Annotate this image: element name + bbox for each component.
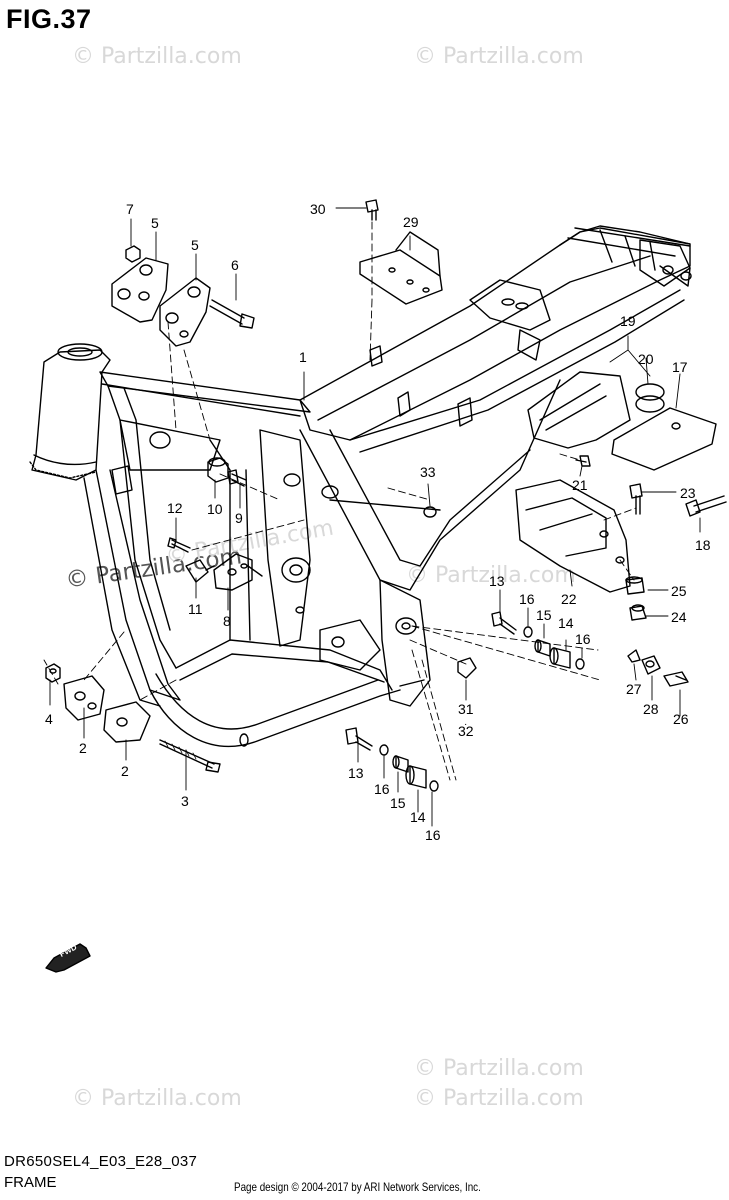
callout-12: 12 xyxy=(167,500,183,516)
callout-27: 27 xyxy=(626,681,642,697)
callout-10: 10 xyxy=(207,501,223,517)
leader-lines xyxy=(49,207,701,827)
figure-title: FIG.37 xyxy=(6,4,92,34)
bolt-18 xyxy=(685,495,727,517)
cap-31 xyxy=(457,657,477,679)
watermark: © Partzilla.com xyxy=(72,1086,242,1111)
watermark: © Partzilla.com xyxy=(414,44,584,69)
callout-8: 8 xyxy=(223,613,231,629)
battery-holder-22 xyxy=(515,479,631,593)
callout-16: 16 xyxy=(374,781,390,797)
copyright-credit: Page design © 2004-2017 by ARI Network S… xyxy=(234,1180,481,1194)
callout-28: 28 xyxy=(643,701,659,717)
screw-21 xyxy=(575,455,591,467)
callout-29: 29 xyxy=(403,214,419,230)
pad-17 xyxy=(611,407,717,471)
callout-6: 6 xyxy=(231,257,239,273)
mud-guard-19 xyxy=(527,371,631,449)
engine-mount-plate-2b xyxy=(103,701,151,743)
alignment-lines xyxy=(43,221,637,781)
callout-18: 18 xyxy=(695,537,711,553)
callout-3: 3 xyxy=(181,793,189,809)
washer-16d xyxy=(429,780,439,792)
callout-24: 24 xyxy=(671,609,687,625)
clamp-11 xyxy=(185,559,215,583)
model-code: DR650SEL4_E03_E28_037 xyxy=(4,1153,198,1170)
washer-16c xyxy=(379,744,389,756)
callout-32: 32 xyxy=(458,723,474,739)
callout-19: 19 xyxy=(620,313,636,329)
bushing-14a xyxy=(549,647,571,669)
callout-5: 5 xyxy=(151,215,159,231)
watermark: © Partzilla.com xyxy=(406,563,576,588)
nut-7 xyxy=(125,245,141,263)
callout-25: 25 xyxy=(671,583,687,599)
fwd-arrow xyxy=(45,943,91,973)
callout-20: 20 xyxy=(638,351,654,367)
callout-15: 15 xyxy=(536,607,552,623)
bolt-9 xyxy=(227,469,247,487)
callout-1: 1 xyxy=(299,349,307,365)
callout-23: 23 xyxy=(680,485,696,501)
callout-16: 16 xyxy=(425,827,441,843)
section-name: FRAME xyxy=(4,1174,57,1191)
callout-4: 4 xyxy=(45,711,53,727)
bolt-26 xyxy=(663,671,689,687)
cap-33 xyxy=(423,506,437,518)
callout-26: 26 xyxy=(673,711,689,727)
callout-15: 15 xyxy=(390,795,406,811)
bolt-30 xyxy=(365,199,379,221)
bolt-12 xyxy=(167,537,191,553)
washer-16b xyxy=(575,658,585,670)
clamp-20 xyxy=(635,383,665,413)
callout-33: 33 xyxy=(420,464,436,480)
nut-4 xyxy=(45,663,61,683)
engine-bracket-5a xyxy=(111,257,169,323)
callout-7: 7 xyxy=(126,201,134,217)
callout-13: 13 xyxy=(489,573,505,589)
callout-17: 17 xyxy=(672,359,688,375)
bracket-29 xyxy=(359,231,443,305)
washer-16a xyxy=(523,626,533,638)
bolt-13b xyxy=(345,727,373,751)
main-frame xyxy=(29,225,692,748)
engine-mount-bolt-3 xyxy=(159,739,221,773)
callout-11: 11 xyxy=(188,601,203,617)
callout-31: 31 xyxy=(458,701,474,717)
callout-14: 14 xyxy=(410,809,426,825)
callout-22: 22 xyxy=(561,591,577,607)
engine-mount-plate-2a xyxy=(63,675,105,721)
bolt-13a xyxy=(491,611,517,635)
bracket-8 xyxy=(213,553,263,591)
cushion-28 xyxy=(641,655,661,675)
engine-bracket-5b xyxy=(159,277,211,347)
collar-15b xyxy=(392,755,409,773)
bushing-14b xyxy=(405,765,427,789)
watermark: © Partzilla.com xyxy=(72,44,242,69)
callout-2: 2 xyxy=(79,740,87,756)
callout-14: 14 xyxy=(558,615,574,631)
callout-21: 21 xyxy=(572,477,588,493)
callout-separator-dot: · xyxy=(464,719,468,730)
watermark: © Partzilla.com xyxy=(414,1056,584,1081)
watermark: © Partzilla.com xyxy=(414,1086,584,1111)
callout-2: 2 xyxy=(121,763,129,779)
callout-30: 30 xyxy=(310,201,326,217)
callout-16: 16 xyxy=(575,631,591,647)
collar-24 xyxy=(629,604,647,621)
cushion-25 xyxy=(625,576,645,595)
collar-10 xyxy=(207,457,229,483)
bolt-6 xyxy=(209,299,255,329)
callout-16: 16 xyxy=(519,591,535,607)
callout-9: 9 xyxy=(235,510,243,526)
callout-5: 5 xyxy=(191,237,199,253)
clip-27 xyxy=(627,649,641,663)
callout-13: 13 xyxy=(348,765,364,781)
bolt-23 xyxy=(629,483,643,515)
